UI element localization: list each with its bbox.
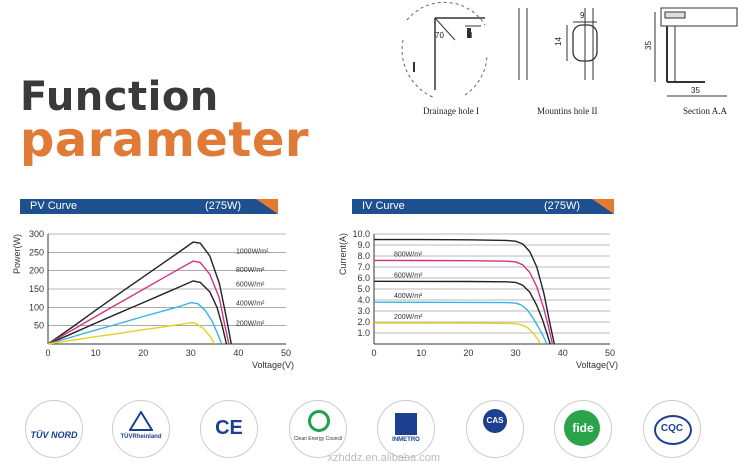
iv-series-label: 600W/m²: [394, 272, 423, 279]
cas-text: CAS: [486, 416, 504, 425]
pv-series-label: 600W/m²: [236, 282, 265, 289]
iv-curve-chart: 1.02.03.04.05.06.07.08.09.010.0 0 10 20 30 40…: [338, 229, 618, 370]
pv-curve-power: (275W): [205, 200, 242, 212]
iv-xtick-label: 20: [463, 348, 473, 358]
pv-series-label: 800W/m²: [236, 267, 265, 274]
clean-energy-council-logo: Clean Energy Council: [289, 400, 347, 458]
clean-energy-text: Clean Energy Council: [293, 436, 343, 442]
iv-xtick-label: 30: [511, 348, 521, 358]
triangle-icon: [129, 411, 153, 431]
pv-series-line: [47, 301, 223, 345]
iv-series-line: [374, 322, 542, 345]
iv-series-line: [373, 301, 548, 345]
iv-xtick-label: 10: [416, 348, 426, 358]
ce-text: CE: [215, 417, 243, 439]
pv-xtick-label: 10: [91, 348, 101, 358]
drainage-dim-8: 8: [468, 31, 473, 40]
pv-xtick-label: 40: [233, 348, 243, 358]
fide-logo: fide: [554, 400, 612, 458]
technical-drawings: 70 8 9 14 35 35: [401, 1, 738, 99]
pv-curve-title: PV Curve: [30, 200, 78, 212]
cqc-oval-icon: [654, 415, 692, 445]
pv-series-line: [47, 280, 228, 345]
pv-ytick-label: 250: [29, 247, 44, 257]
iv-series-line: [373, 259, 554, 345]
pv-series-line: [47, 321, 216, 345]
pv-ylabel: Power(W): [12, 234, 22, 274]
pv-curve-header: PV Curve (275W): [20, 199, 278, 214]
inmetro-logo: INMETRO: [377, 400, 435, 458]
inmetro-mark-icon: [395, 413, 417, 435]
iv-series-label: 400W/m²: [394, 293, 423, 300]
pv-series-line: [47, 260, 230, 345]
tuv-rheinland-text: TÜVRheinland: [120, 434, 162, 440]
iv-xtick-label: 0: [371, 348, 376, 358]
iv-ytick-label: 4.0: [357, 295, 370, 305]
pv-xlabel: Voltage(V): [252, 360, 294, 370]
iv-ytick-label: 2.0: [357, 317, 370, 327]
iv-series-line: [373, 238, 555, 345]
iv-xlabel: Voltage(V): [576, 360, 618, 370]
pv-series-label: 1000W/m²: [236, 249, 269, 256]
footer-url: xzhddz.en.alibaba.com: [327, 452, 440, 464]
iv-ytick-label: 5.0: [357, 284, 370, 294]
pv-series-line: [47, 241, 232, 345]
iv-curve-title: IV Curve: [362, 200, 405, 212]
mounting-dim-9: 9: [580, 11, 585, 20]
iv-series-line: [373, 280, 551, 345]
pv-ytick-label: 200: [29, 266, 44, 276]
fide-badge-icon: [564, 410, 600, 446]
iv-ytick-label: 7.0: [357, 262, 370, 272]
drainage-hole-label: Drainage hole I: [423, 106, 479, 116]
pv-xtick-label: 50: [281, 348, 291, 358]
pv-series-label: 200W/m²: [236, 321, 265, 328]
pv-ytick-label: 50: [34, 321, 44, 331]
iv-ytick-label: 10.0: [352, 229, 370, 239]
iv-ytick-label: 8.0: [357, 251, 370, 261]
tuv-nord-text: TÜV NORD: [30, 430, 78, 440]
pv-ytick-label: 150: [29, 284, 44, 294]
inmetro-text: INMETRO: [392, 437, 420, 443]
section-drawing: 35 35: [644, 7, 738, 97]
cqc-text: CQC: [660, 423, 684, 434]
pv-ytick-label: 300: [29, 229, 44, 239]
iv-ytick-label: 9.0: [357, 240, 370, 250]
iv-ytick-label: 6.0: [357, 273, 370, 283]
mounting-hole-drawing: 9 14: [518, 8, 598, 80]
pv-xtick-label: 0: [45, 348, 50, 358]
cas-logo: CAS: [466, 400, 524, 458]
pv-ytick-label: 100: [29, 302, 44, 312]
cqc-logo: CQC: [643, 400, 701, 458]
ring-icon: [308, 410, 330, 432]
pv-xtick-label: 20: [138, 348, 148, 358]
tuv-rheinland-logo: TÜVRheinland: [112, 400, 170, 458]
iv-series-label: 800W/m²: [394, 251, 423, 258]
drainage-dim-70: 70: [435, 31, 444, 40]
section-dim-height: 35: [644, 41, 653, 50]
iv-ytick-label: 3.0: [357, 306, 370, 316]
tuv-nord-logo: TÜV NORD: [25, 400, 83, 458]
iv-xtick-label: 50: [605, 348, 615, 358]
section-aa-label: Section A.A: [683, 106, 727, 116]
iv-ylabel: Current(A): [338, 233, 348, 275]
section-dim-width: 35: [691, 86, 700, 95]
pv-series-label: 400W/m²: [236, 301, 265, 308]
headline-parameter: parameter: [20, 112, 310, 168]
pv-xtick-label: 30: [186, 348, 196, 358]
headline-function: Function: [20, 74, 219, 120]
mounting-dim-14: 14: [554, 37, 563, 46]
iv-series-label: 200W/m²: [394, 314, 423, 321]
iv-curve-header: IV Curve (275W): [352, 199, 614, 214]
ce-logo: CE: [200, 400, 258, 458]
mounting-hole-label: Mountins hole II: [537, 106, 598, 116]
iv-curve-power: (275W): [544, 200, 581, 212]
iv-xtick-label: 40: [558, 348, 568, 358]
drainage-hole-drawing: 70 8: [401, 1, 488, 99]
cas-seal-icon: [483, 409, 507, 433]
iv-ytick-label: 1.0: [357, 328, 370, 338]
fide-text: fide: [572, 421, 594, 435]
